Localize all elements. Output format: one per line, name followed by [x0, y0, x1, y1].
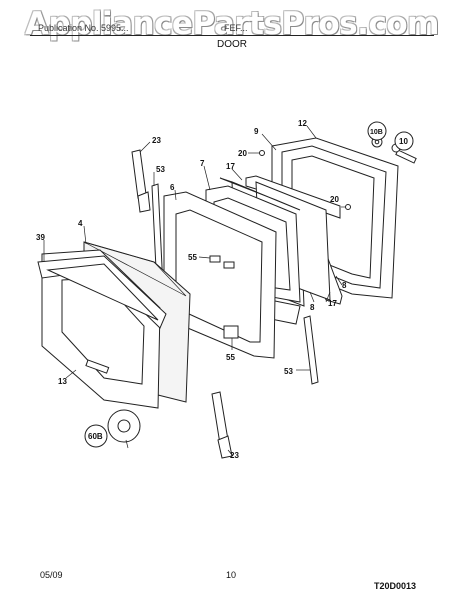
callout-23-top: 23: [152, 136, 161, 145]
leader-lines: [43, 125, 346, 457]
callout-4: 4: [78, 219, 83, 228]
callout-9: 9: [254, 127, 259, 136]
callout-7: 7: [200, 159, 205, 168]
callout-20-right: 20: [330, 195, 339, 204]
callout-10b: 10B: [370, 129, 383, 136]
callout-39: 39: [36, 233, 45, 242]
footer-date: 05/09: [40, 570, 63, 580]
callout-10b-bubble: [367, 121, 387, 141]
callout-53-bottom: 53: [284, 367, 293, 376]
part-6-frame: [163, 191, 277, 359]
header-rule: [30, 35, 434, 36]
part-60b-screw: [107, 409, 141, 443]
callout-17-bottom: 17: [328, 299, 337, 308]
diagram-code: T20D0013: [374, 581, 417, 591]
callout-13: 13: [58, 377, 67, 386]
callout-6: 6: [170, 183, 175, 192]
model-header: FEF...: [224, 23, 248, 33]
callout-8-right: 8: [342, 281, 347, 290]
publication-header: Publication No. 5995...: [38, 23, 129, 33]
callout-10-bubble: [394, 131, 414, 151]
callout-10: 10: [399, 137, 408, 146]
callout-55-bottom: 55: [226, 353, 235, 362]
callout-20-top: 20: [238, 149, 247, 158]
callout-55-top: 55: [188, 253, 197, 262]
part-13-outer-door: [37, 249, 167, 409]
callout-23-bottom: 23: [230, 451, 239, 460]
callout-17-top: 17: [226, 162, 235, 171]
callout-60b: 60B: [88, 432, 103, 441]
callout-8-left: 8: [310, 303, 315, 312]
section-title: DOOR: [217, 39, 247, 50]
callout-53-top: 53: [156, 165, 165, 174]
part-55-brackets: [209, 255, 235, 269]
callout-12: 12: [298, 119, 307, 128]
callout-60b-bubble: [84, 424, 108, 448]
footer-page: 10: [226, 570, 237, 580]
part-20-screws: [259, 150, 351, 210]
part-23-hinges: [131, 149, 233, 459]
watermark: AppliancePartsPros.com: [25, 6, 439, 42]
